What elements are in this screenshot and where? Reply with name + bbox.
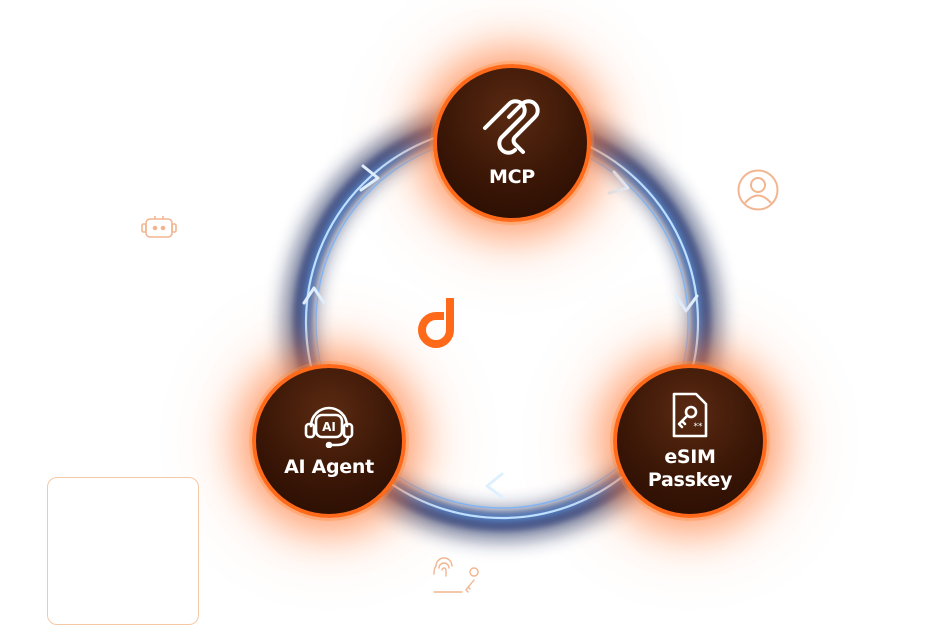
ai-agent-node[interactable]: AI AI Agent	[252, 364, 406, 518]
blank-card	[47, 477, 199, 625]
sim-key-icon: **	[672, 392, 708, 438]
brand-d-logo-icon	[418, 298, 454, 348]
mcp-node[interactable]: MCP	[433, 64, 591, 222]
mcp-label: MCP	[489, 165, 535, 188]
flow-arrows	[302, 164, 699, 499]
arrow-mcp-to-esim	[607, 170, 630, 195]
mcp-logo-icon	[483, 98, 540, 155]
svg-text:**: **	[694, 422, 704, 432]
arrow-esim-to-agent	[485, 472, 504, 499]
ai-agent-label: AI Agent	[284, 455, 374, 478]
user-icon	[737, 169, 779, 211]
ai-headset-icon-text: AI	[322, 420, 336, 434]
ai-headset-icon: AI	[304, 406, 354, 448]
fingerprint-key-icon	[433, 557, 479, 593]
esim-passkey-label: eSIM Passkey	[647, 446, 733, 491]
arrow-agent-up	[302, 286, 326, 305]
esim-passkey-node[interactable]: ** eSIM Passkey	[613, 364, 767, 518]
robot-icon	[141, 216, 177, 238]
arrow-left-up	[359, 164, 380, 192]
arrow-right-down	[674, 294, 699, 313]
